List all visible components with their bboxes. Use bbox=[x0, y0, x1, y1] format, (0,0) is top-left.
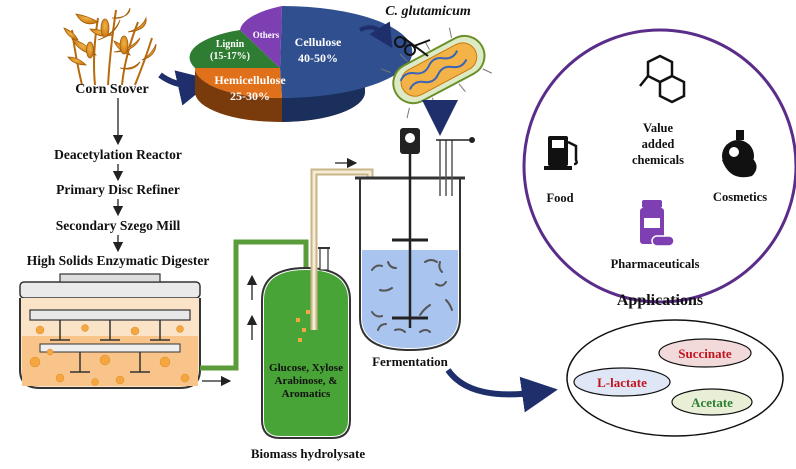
cellulose-name: Cellulose bbox=[295, 35, 342, 49]
pie-slice-others bbox=[240, 6, 282, 68]
food-label: Food bbox=[546, 191, 573, 205]
lactate-label: L-lactate bbox=[597, 375, 647, 390]
acetate-bubble bbox=[671, 388, 753, 416]
pie-slice-hemicellulose bbox=[195, 68, 282, 99]
lignin-pct: (15-17%) bbox=[210, 51, 250, 62]
organism-label: C. glutamicum bbox=[385, 4, 471, 19]
pill-bottle-icon bbox=[640, 200, 675, 247]
value-added-line3: chemicals bbox=[632, 153, 684, 167]
value-added-line1: Value bbox=[643, 121, 674, 135]
hydrolysate-content-2: Arabinose, & bbox=[275, 375, 338, 387]
cellulose-pct: 40-50% bbox=[298, 51, 338, 65]
step-enzymatic-digester: High Solids Enzymatic Digester bbox=[27, 253, 210, 268]
hydrolysate-tank bbox=[261, 247, 351, 439]
corn-stover-icon bbox=[63, 7, 157, 86]
others-name: Others bbox=[253, 30, 280, 40]
lignin-name: Lignin bbox=[216, 39, 245, 50]
acetate-label: Acetate bbox=[691, 395, 733, 410]
fermenter-tank bbox=[355, 128, 475, 352]
digester-tank bbox=[19, 273, 201, 389]
fermentation-label: Fermentation bbox=[372, 354, 449, 369]
step-secondary-szego-mill: Secondary Szego Mill bbox=[56, 218, 181, 233]
lactate-bubble bbox=[573, 367, 671, 397]
pharma-label: Pharmaceuticals bbox=[611, 257, 700, 271]
succinate-bubble bbox=[658, 338, 752, 368]
pie-slice-lignin bbox=[189, 30, 280, 68]
hydrolysate-label: Biomass hydrolysate bbox=[251, 446, 365, 461]
arrow-to-composition bbox=[158, 70, 214, 106]
scissors-icon bbox=[394, 36, 431, 57]
arrow-to-products bbox=[445, 368, 558, 413]
cosmetics-label: Cosmetics bbox=[713, 190, 767, 204]
value-added-line2: added bbox=[642, 137, 675, 151]
hydrolysate-pipe bbox=[200, 239, 309, 371]
applications-circle bbox=[522, 28, 796, 304]
hydrolysate-content-1: Glucose, Xylose bbox=[269, 362, 343, 374]
process-steps: Deacetylation Reactor Primary Disc Refin… bbox=[27, 98, 210, 268]
hydrolysate-content-3: Aromatics bbox=[282, 388, 331, 400]
step-deacetylation: Deacetylation Reactor bbox=[54, 147, 182, 162]
hemicellulose-pct: 25-30% bbox=[230, 89, 270, 103]
applications-title: Applications bbox=[617, 292, 703, 309]
hemicellulose-name: Hemicellulose bbox=[214, 73, 286, 87]
arrow-to-organism bbox=[359, 21, 393, 49]
bacterium-icon bbox=[380, 27, 492, 119]
fuel-pump-icon bbox=[544, 136, 578, 170]
cosmetics-icon bbox=[722, 130, 757, 178]
succinate-label: Succinate bbox=[678, 346, 732, 361]
step-primary-disc-refiner: Primary Disc Refiner bbox=[56, 182, 180, 197]
corn-stover-label: Corn Stover bbox=[75, 82, 149, 97]
molecule-icon bbox=[639, 54, 686, 104]
